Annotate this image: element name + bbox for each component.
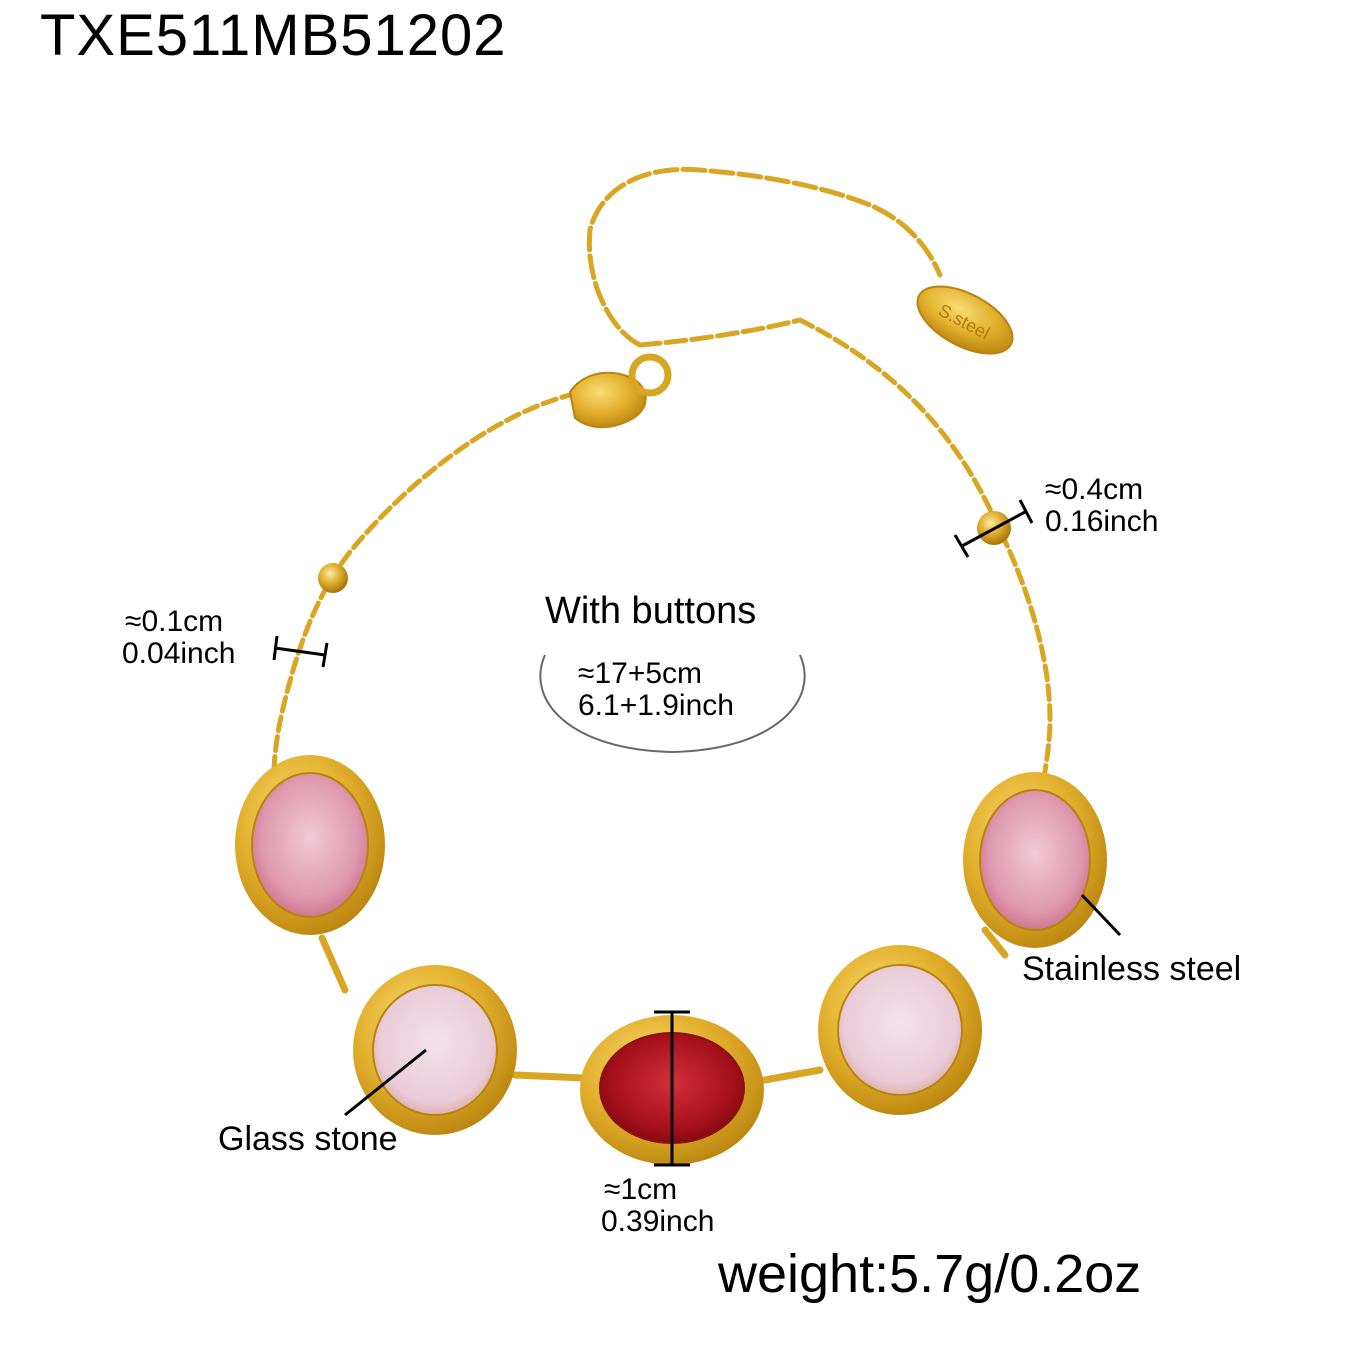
stone-4-light-pink	[818, 945, 982, 1115]
measure-lines	[272, 499, 1122, 1167]
product-sku: TXE511MB51202	[40, 3, 507, 68]
weight-label: weight:5.7g/0.2oz	[718, 1244, 1142, 1304]
left-bead	[318, 563, 348, 593]
chain-size-inch: 0.04inch	[122, 637, 236, 670]
bead-size-inch: 0.16inch	[1045, 505, 1159, 538]
stone-size-inch: 0.39inch	[601, 1205, 715, 1238]
stone-1-pink	[235, 755, 385, 935]
callout-glass-stone: Glass stone	[218, 1120, 398, 1158]
chain-size-cm: ≈0.1cm	[125, 605, 224, 638]
stone-2-light-pink	[353, 965, 517, 1135]
length-title: With buttons	[545, 590, 757, 632]
lobster-clasp	[568, 353, 672, 429]
stone-5-pink	[963, 772, 1107, 948]
callout-stainless-steel: Stainless steel	[1022, 950, 1242, 988]
bead-size-cm: ≈0.4cm	[1045, 473, 1144, 506]
length-ellipse	[539, 654, 806, 754]
length-inch: 6.1+1.9inch	[578, 689, 734, 722]
stone-size-cm: ≈1cm	[604, 1173, 678, 1206]
length-cm: ≈17+5cm	[578, 657, 703, 690]
steel-tag: S.steel	[916, 285, 1014, 355]
